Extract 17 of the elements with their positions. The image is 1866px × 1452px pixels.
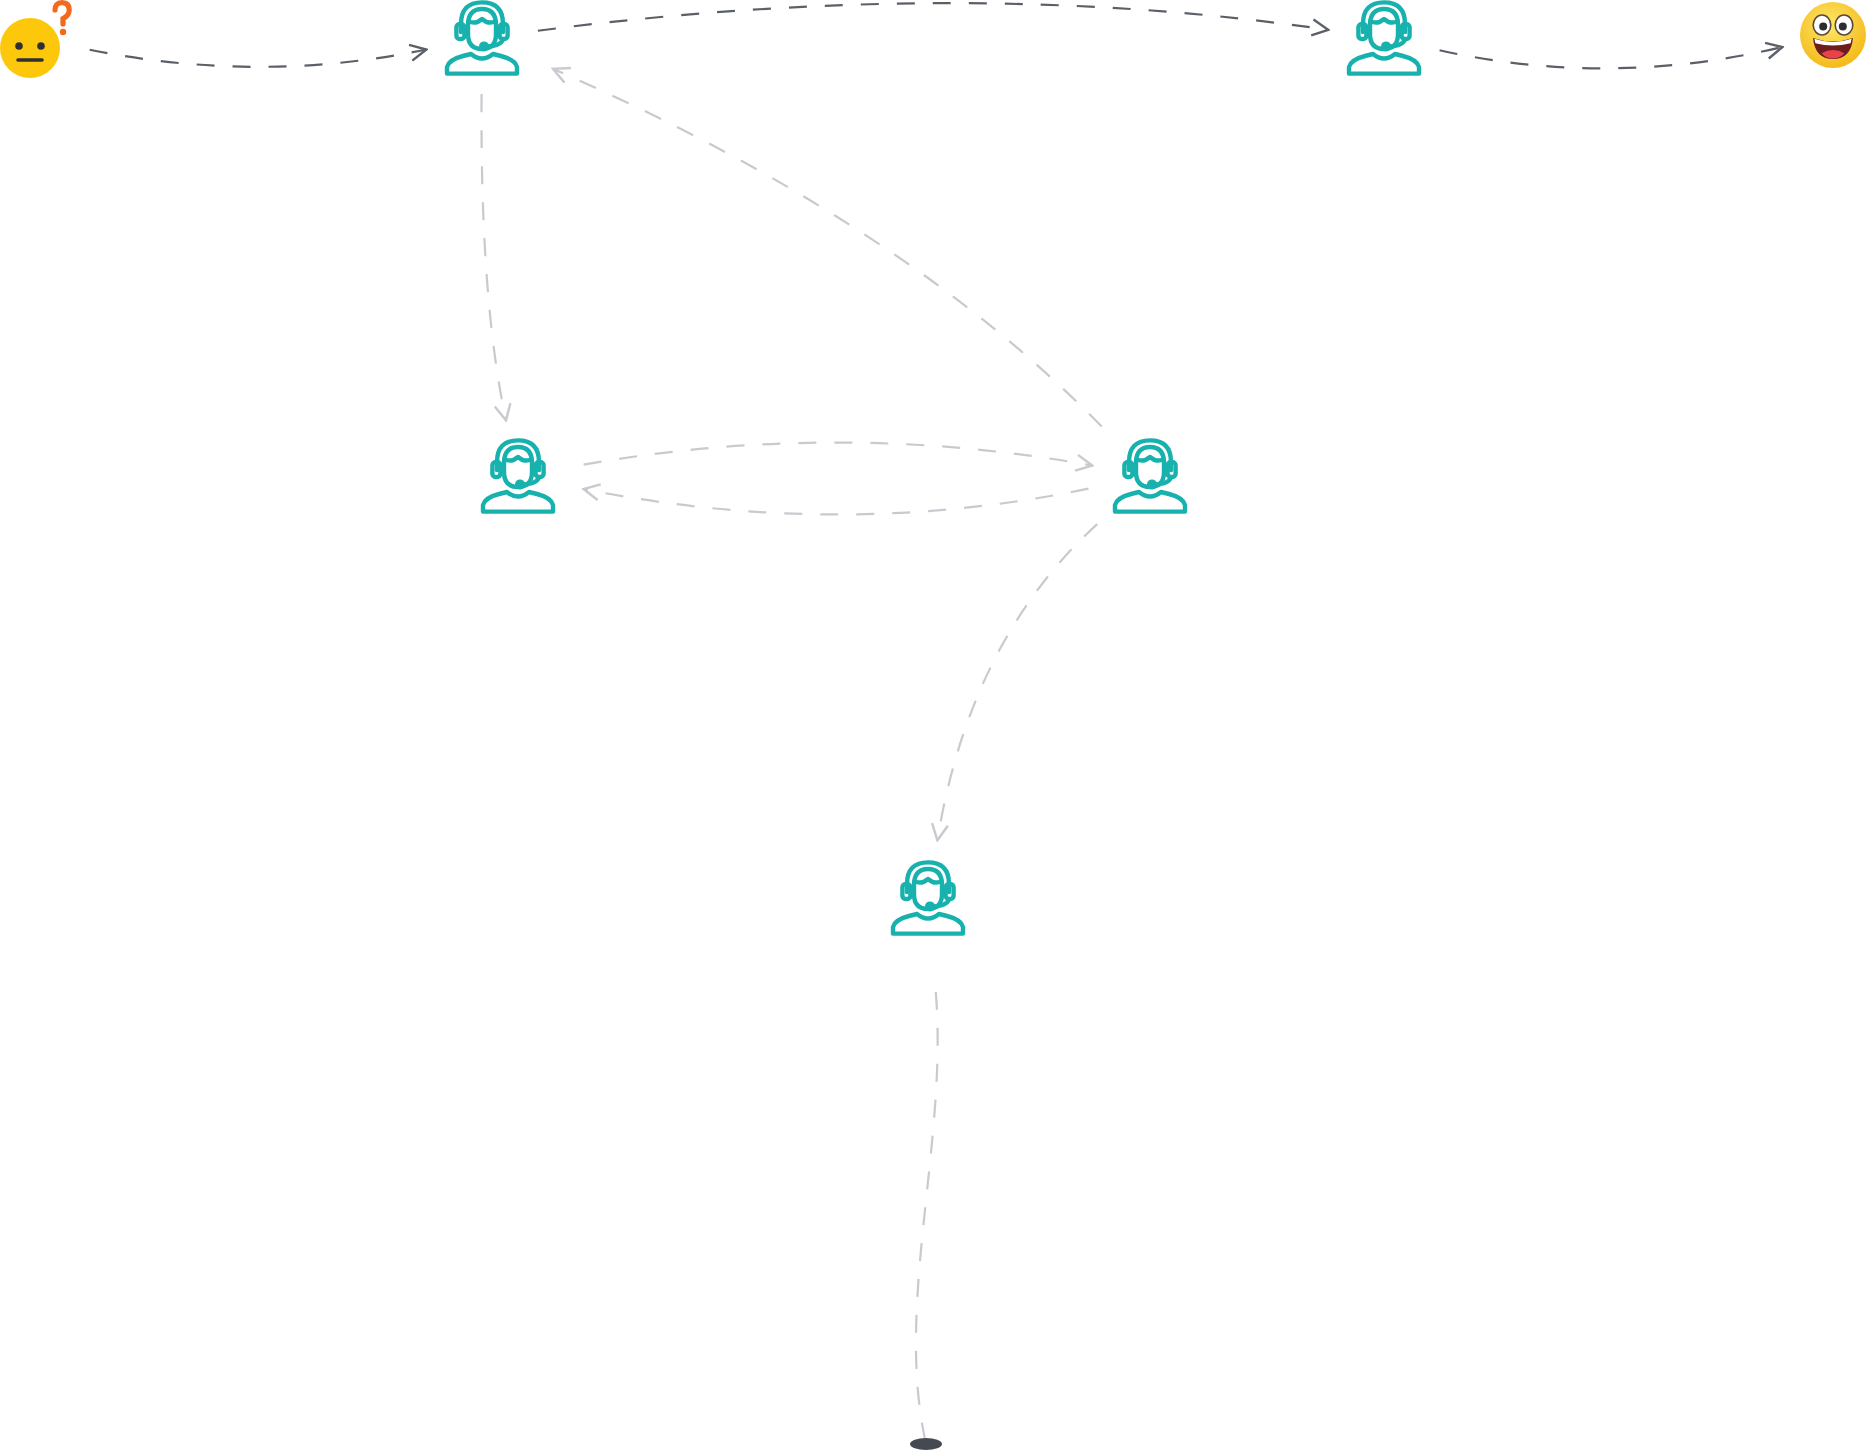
- laughing-face-icon: [1800, 2, 1866, 68]
- headset-person-icon: [1346, 0, 1422, 76]
- dashed-line: [915, 991, 939, 1439]
- confused-face-icon: [0, 0, 72, 78]
- dashed-arrow: [480, 94, 512, 422]
- dashed-arrow: [537, 2, 1330, 37]
- headset-person-icon: [1112, 438, 1188, 514]
- dashed-arrow: [89, 43, 428, 68]
- ellipse-dot-icon: [910, 1438, 942, 1450]
- headset-person-icon: [480, 438, 556, 514]
- headset-person-icon: [444, 0, 520, 76]
- dashed-arrow: [551, 67, 1103, 428]
- dashed-arrow: [1439, 41, 1784, 70]
- dashed-arrow: [931, 523, 1098, 842]
- dashed-arrow: [582, 482, 1089, 516]
- headset-person-icon: [890, 860, 966, 936]
- dashed-arrow: [583, 441, 1094, 473]
